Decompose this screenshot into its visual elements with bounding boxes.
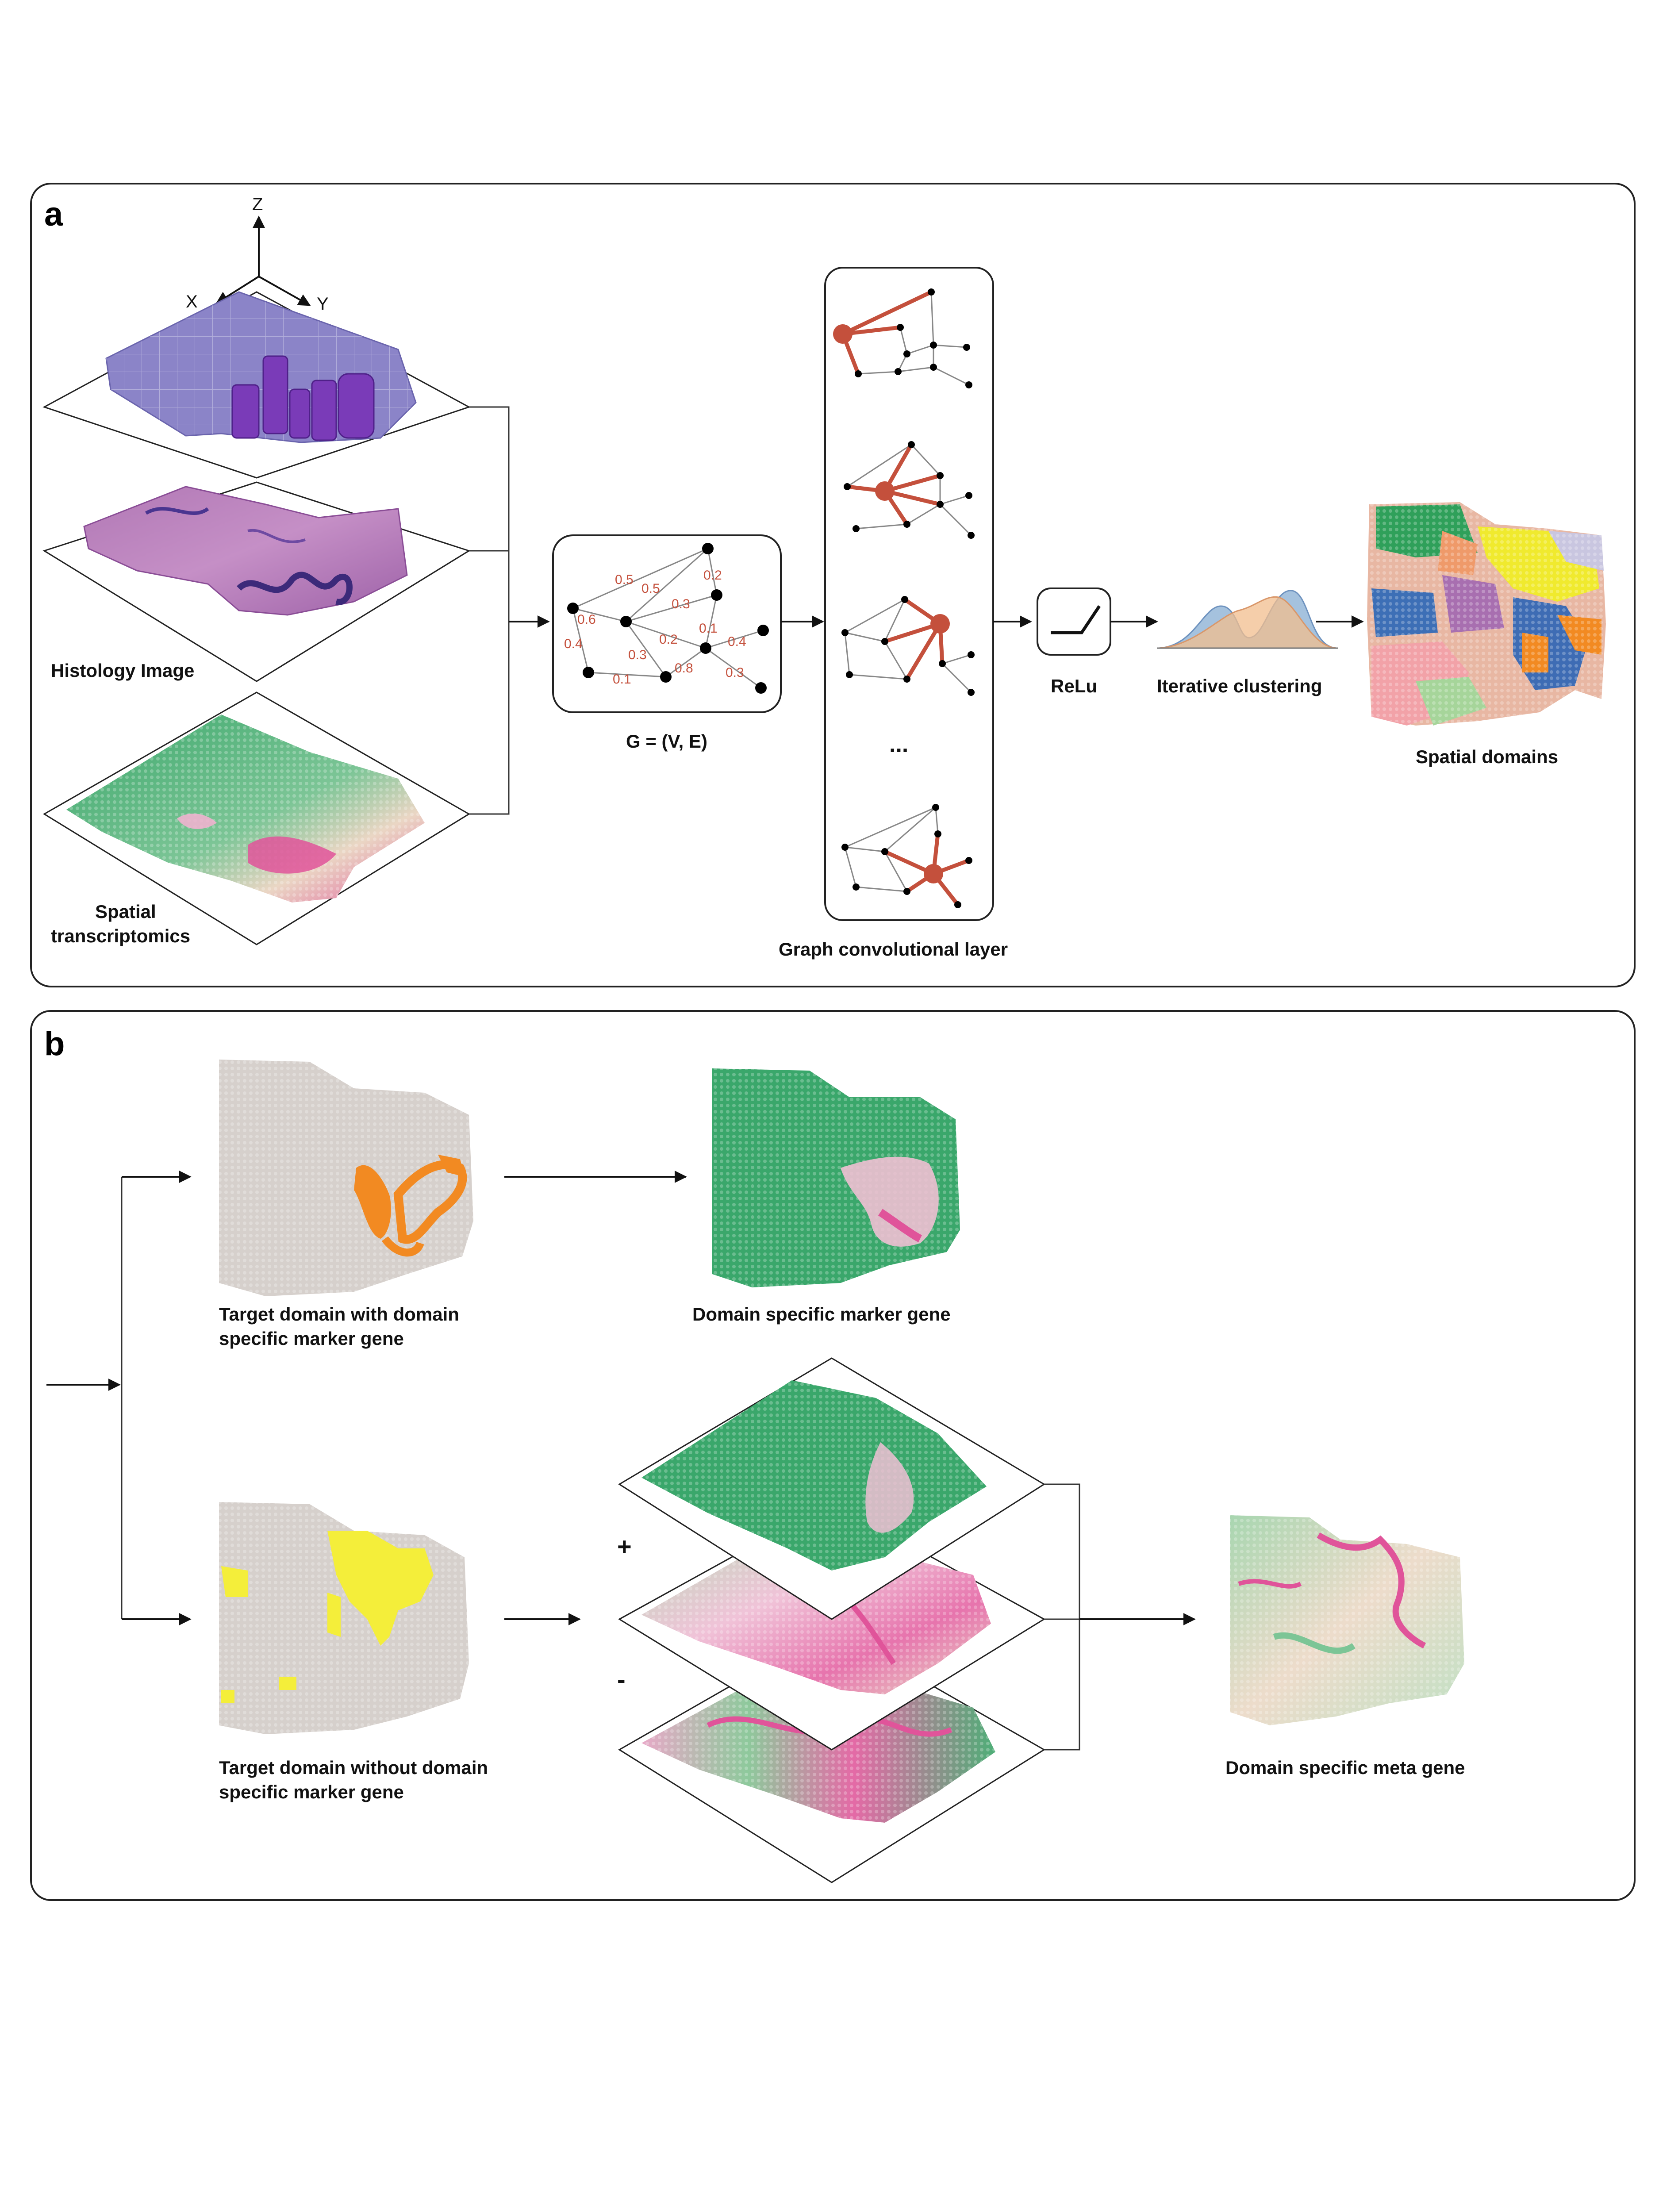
gcn-box: ...	[824, 267, 994, 921]
stack-bracket	[1044, 1483, 1196, 1751]
edge-weight: 0.8	[675, 661, 693, 676]
target-with-label-line2: specific marker gene	[219, 1328, 404, 1349]
histology-image-layer	[42, 481, 471, 682]
panel-a-frame	[30, 183, 1636, 987]
relu-box	[1037, 588, 1111, 656]
marker-gene-map	[712, 1068, 960, 1287]
axis-z-label: Z	[252, 195, 263, 214]
edge-weight: 0.3	[726, 665, 744, 680]
spatial-domains-map	[1367, 502, 1606, 726]
meta-gene-map	[1230, 1515, 1464, 1725]
marker-gene-label: Domain specific marker gene	[692, 1304, 951, 1325]
gcn-ellipsis: ...	[889, 732, 908, 757]
domains-label: Spatial domains	[1416, 746, 1558, 767]
gcn-label: Graph convolutional layer	[779, 939, 1008, 960]
edge-weight: 0.1	[613, 672, 631, 687]
target-without-label-line1: Target domain without domain	[219, 1757, 488, 1778]
edge-weight: 0.3	[628, 648, 647, 662]
target-without-label-line2: specific marker gene	[219, 1782, 404, 1802]
target-domain-with-marker-map	[219, 1060, 473, 1296]
panel-b-frame	[30, 1010, 1636, 1901]
clustering-label: Iterative clustering	[1157, 676, 1322, 696]
meta-gene-stack	[618, 1357, 1045, 1883]
edge-weight: 0.4	[728, 634, 746, 649]
spatial-transcriptomics-layer	[43, 691, 470, 945]
xyz-axes: Z X Y	[186, 195, 329, 314]
edge-weight: 0.3	[672, 597, 690, 611]
edge-weight: 0.5	[641, 581, 660, 596]
clustering-distributions	[1157, 590, 1338, 649]
axis-x-label: X	[186, 292, 198, 311]
target-domain-without-marker-map	[219, 1502, 469, 1734]
spatial-label-line2: transcriptomics	[51, 926, 190, 946]
meta-gene-label: Domain specific meta gene	[1225, 1757, 1465, 1778]
edge-weight: 0.2	[659, 632, 678, 647]
histology-3d-layer	[42, 291, 471, 479]
branch-arrows	[46, 1171, 192, 1625]
edge-weight: 0.6	[577, 612, 596, 627]
target-with-label-line1: Target domain with domain	[219, 1304, 459, 1325]
edge-weight: 0.5	[615, 572, 634, 587]
graph-box: 0.5 0.5 0.2 0.3 0.6 0.4 0.1 0.4 0.2 0.3 …	[552, 534, 782, 713]
edge-weight: 0.1	[699, 621, 718, 636]
plus-sign: +	[617, 1532, 632, 1560]
minus-sign: -	[617, 1665, 626, 1693]
input-bracket	[469, 406, 550, 815]
edge-weight: 0.4	[564, 637, 583, 651]
spatial-label-line1: Spatial	[95, 901, 156, 922]
axis-y-label: Y	[317, 294, 329, 314]
relu-label: ReLu	[1051, 676, 1097, 696]
panel-a-letter: a	[44, 196, 63, 233]
histology-label: Histology Image	[51, 660, 194, 681]
graph-label: G = (V, E)	[626, 731, 707, 752]
panel-b-letter: b	[44, 1025, 65, 1063]
edge-weight: 0.2	[703, 568, 722, 583]
